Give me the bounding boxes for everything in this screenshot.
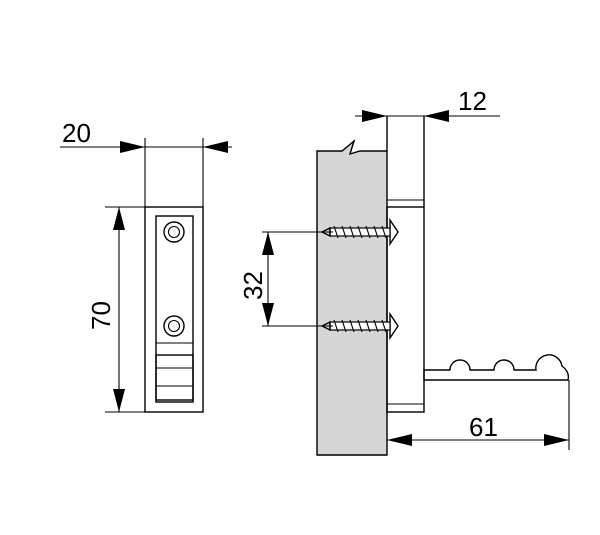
- dimension-depth: 61: [387, 380, 570, 450]
- dimension-height: 70: [86, 206, 145, 413]
- mounting-plate: [386, 116, 425, 413]
- dimension-width: 20: [60, 118, 232, 207]
- cabinet-panel: [316, 138, 388, 456]
- latch-arm: [423, 354, 570, 381]
- dimension-height-label: 70: [86, 301, 116, 330]
- dimension-width-label: 20: [62, 118, 91, 148]
- dimension-thickness: 12: [355, 86, 500, 122]
- dimension-screw-spacing-label: 32: [238, 271, 268, 300]
- catch-front-view: [144, 206, 204, 413]
- dimension-thickness-label: 12: [458, 86, 487, 116]
- dimension-screw-spacing: 32: [238, 231, 333, 327]
- dimension-depth-label: 61: [469, 412, 498, 442]
